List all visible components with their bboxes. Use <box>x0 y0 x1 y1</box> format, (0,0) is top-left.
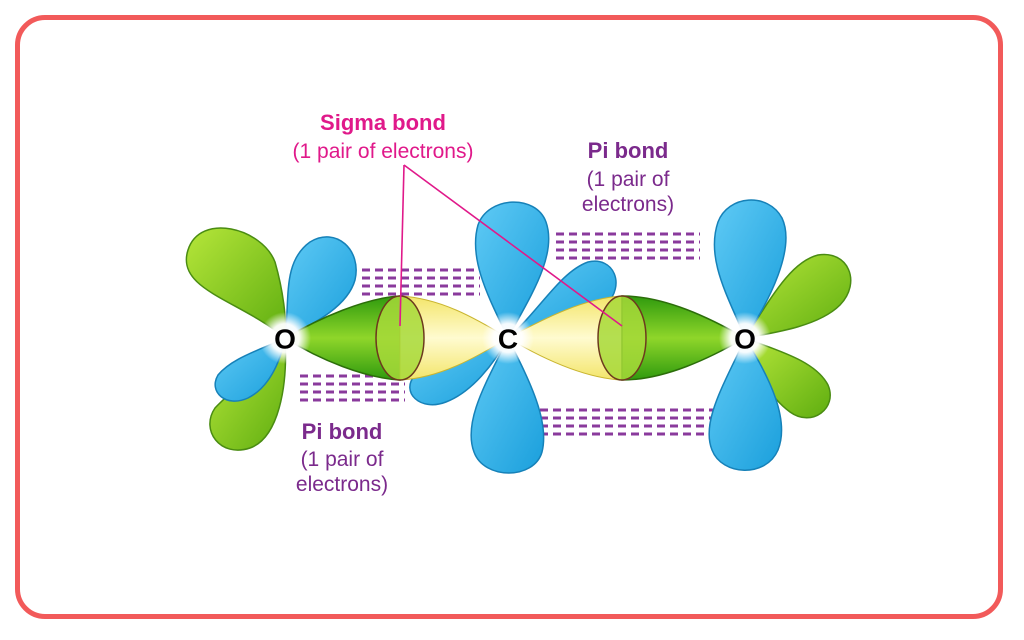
sigma-bond-label: Sigma bond (1 pair of electrons) <box>293 110 474 163</box>
pi-top-line2: electrons) <box>582 193 674 216</box>
sigma-bond-title: Sigma bond <box>320 110 446 135</box>
sigma-pointer-lines <box>399 164 623 327</box>
right-o-glow <box>719 312 771 364</box>
left-o-green-lobe-upper <box>185 227 287 340</box>
sigma-bond-subtitle: (1 pair of electrons) <box>293 140 474 163</box>
carbon-p-orbitals <box>409 201 617 474</box>
right-o-blue-lobe-lower <box>708 336 783 471</box>
pi-bottom-title: Pi bond <box>302 419 383 444</box>
carbon-blue-lobe-upper <box>474 201 550 340</box>
carbon-label: C <box>498 324 518 355</box>
right-o-blue-lobe-upper <box>713 199 787 340</box>
right-o-green-lobe-upper <box>743 253 852 340</box>
left-oxygen-orbitals <box>185 227 357 451</box>
carbon-glow <box>482 312 534 364</box>
pi-bond-label-bottom: Pi bond (1 pair of electrons) <box>296 419 388 496</box>
left-oxygen-label: O <box>274 324 296 355</box>
right-oxygen-label: O <box>734 324 756 355</box>
pi-dashes-right-bottom <box>540 408 722 436</box>
sigma-pointer-right <box>403 164 623 327</box>
sigma-pointer-left <box>399 164 405 327</box>
pi-dashes-right-top <box>556 232 700 260</box>
left-o-glow <box>259 312 311 364</box>
pi-electron-dashes <box>300 232 722 436</box>
pi-bottom-line1: (1 pair of <box>301 448 384 471</box>
sigma-right-overlap-ring <box>597 295 647 381</box>
carbon-blue-lobe-lower <box>470 336 545 474</box>
pi-top-title: Pi bond <box>588 138 669 163</box>
pi-dashes-left-top <box>362 268 480 296</box>
pi-bottom-line2: electrons) <box>296 473 388 496</box>
left-o-blue-lobe-upper <box>284 236 357 340</box>
pi-bond-label-top: Pi bond (1 pair of electrons) <box>582 138 674 216</box>
atoms: O C O <box>259 312 771 364</box>
right-oxygen-orbitals <box>708 199 852 471</box>
pi-top-line1: (1 pair of <box>587 168 670 191</box>
sigma-bonds <box>283 295 747 381</box>
pi-dashes-left-bottom <box>300 374 405 402</box>
